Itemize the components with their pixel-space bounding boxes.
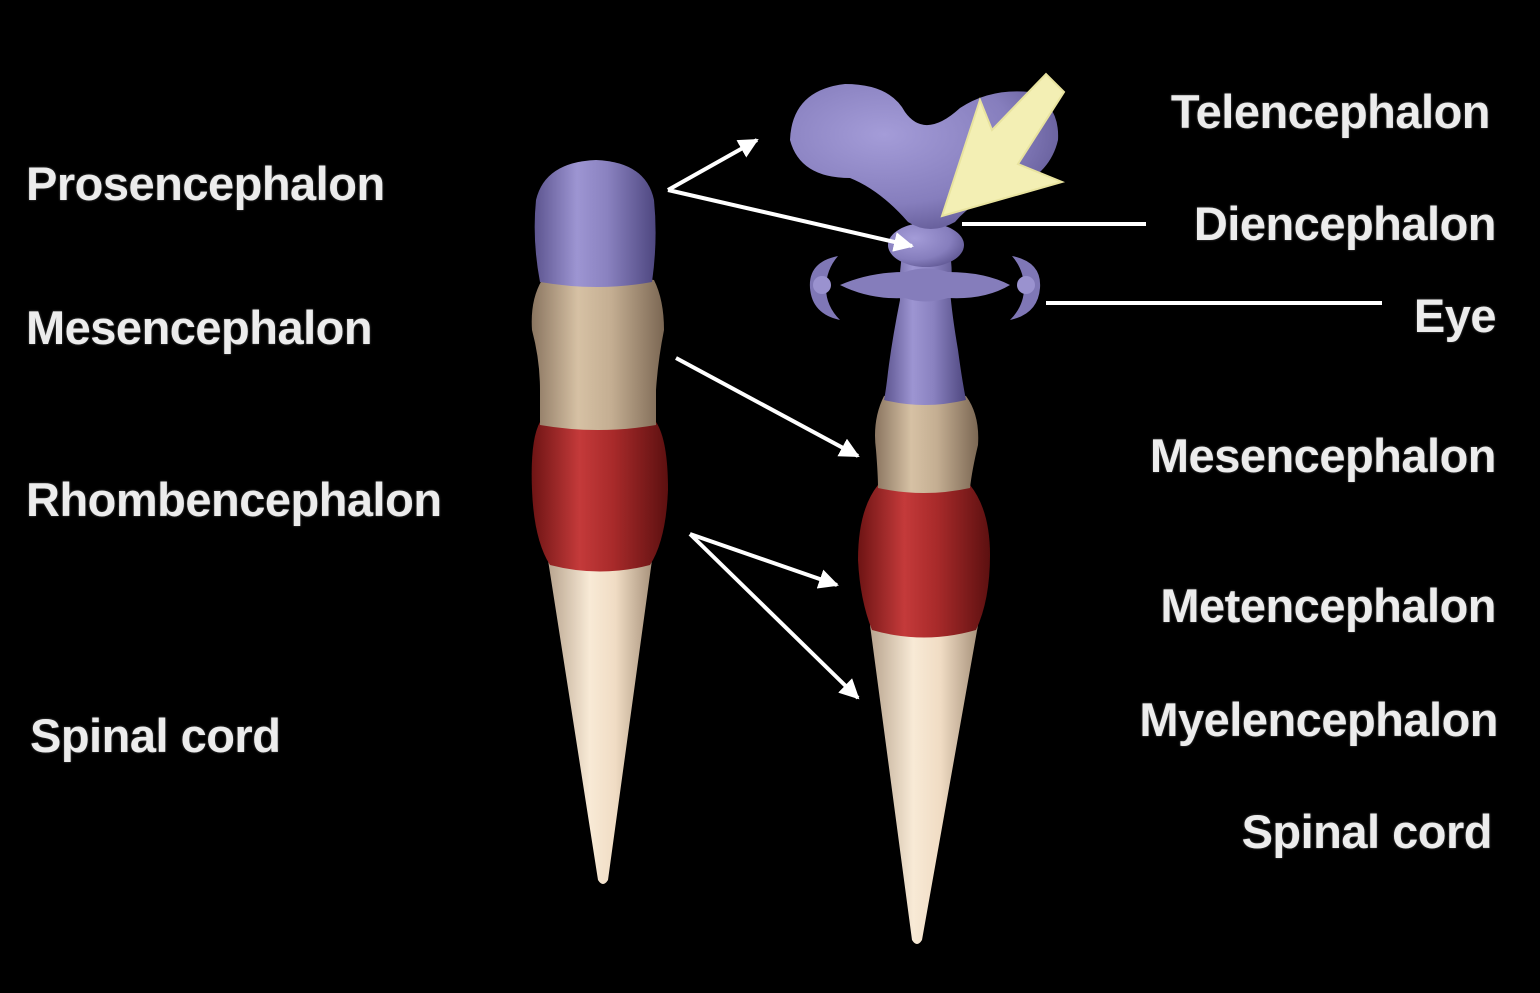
arrow-mesencephalon [675,356,860,458]
label-mesencephalon-left: Mesencephalon [26,301,373,354]
label-spinal-cord-left: Spinal cord [30,709,281,762]
label-prosencephalon: Prosencephalon [26,157,385,210]
right-eye-right-lens [1017,276,1035,294]
label-rhombencephalon: Rhombencephalon [26,473,442,526]
label-telencephalon: Telencephalon [1170,85,1491,138]
arrow-prosencephalon-to-diencephalon [667,188,914,252]
label-spinal-cord-right: Spinal cord [1241,805,1493,858]
right-optic-stalks-shape [840,268,1010,302]
label-metencephalon: Metencephalon [1160,579,1496,632]
right-spinal-cord-shape [870,625,978,944]
label-mesencephalon-right: Mesencephalon [1149,429,1497,482]
label-diencephalon: Diencephalon [1193,197,1497,250]
left-neural-tube [531,160,668,884]
label-myelencephalon: Myelencephalon [1139,693,1498,746]
arrow-rhombencephalon-to-myelencephalon [688,532,860,700]
arrow-rhombencephalon-to-metencephalon [689,532,839,589]
right-neural-tube [790,72,1066,944]
left-spinal-cord-shape [548,560,652,884]
right-eye-left-lens [813,276,831,294]
right-mesencephalon-shape [875,392,979,493]
highlight-arrow-icon [940,72,1066,218]
left-rhombencephalon-shape [531,417,668,572]
right-hindbrain-shape [858,480,990,638]
pointer-lines [667,138,1382,700]
left-prosencephalon-shape [534,160,656,287]
label-eye: Eye [1413,289,1497,342]
arrow-prosencephalon-to-telencephalon [667,138,759,192]
left-mesencephalon-shape [531,276,664,430]
